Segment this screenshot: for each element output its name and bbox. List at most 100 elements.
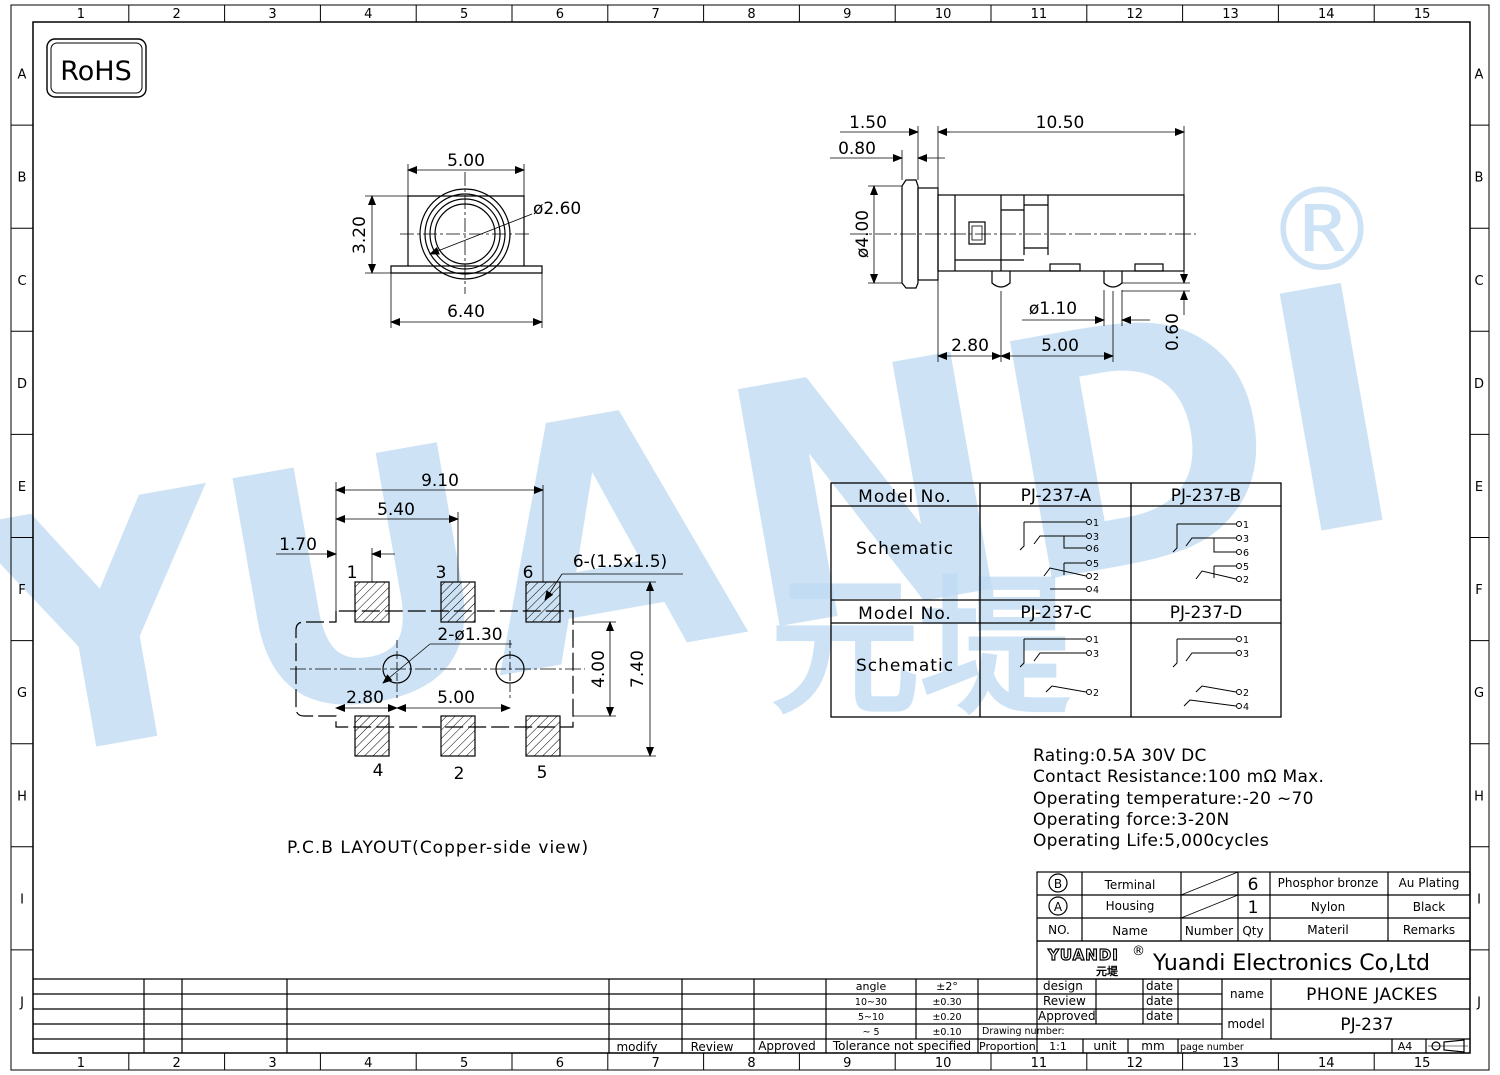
company-name: Yuandi Electronics Co,Ltd (1152, 951, 1430, 976)
grid-label: 5 (460, 1056, 468, 1071)
revision-approved: Approved (758, 1039, 816, 1053)
pin-label: 4 (1243, 702, 1249, 713)
pin-label: 1 (1093, 518, 1099, 529)
rohs-badge: RoHS (46, 38, 147, 98)
bom-remarks: Au Plating (1399, 876, 1460, 890)
grid-label: F (18, 583, 25, 598)
grid-label: 3 (268, 7, 276, 22)
grid-label: A (1475, 68, 1484, 83)
pcb-inner-height-dim: 4.00 (589, 650, 609, 688)
pcb-pin-label: 3 (436, 563, 447, 583)
spec-list: Rating:0.5A 30V DC Contact Resistance:10… (1033, 746, 1324, 851)
grid-label: 12 (1126, 7, 1143, 22)
grid-label: G (1474, 686, 1484, 701)
pcb-pads-dim: 6-(1.5x1.5) (573, 552, 667, 572)
bom-header-name: Name (1112, 924, 1147, 938)
pin-label: 2 (1093, 688, 1099, 699)
pin-label: 1 (1243, 520, 1249, 531)
grid-label: 15 (1414, 1056, 1431, 1071)
grid-label: D (17, 377, 27, 392)
pcb-mid-dim: 5.40 (377, 500, 415, 520)
date-label: date (1146, 994, 1173, 1008)
unit-value: mm (1141, 1039, 1164, 1053)
pcb-pin-label: 5 (537, 763, 548, 783)
grid-label: A (18, 68, 27, 83)
spec-line: Operating force:3-20N (1033, 810, 1230, 830)
grid-label: J (1476, 995, 1481, 1010)
pcb-outer-height-dim: 7.40 (628, 650, 648, 688)
scale-value: 1:1 (1049, 1040, 1067, 1053)
grid-label: 6 (556, 7, 564, 22)
grid-label: D (1474, 377, 1484, 392)
pin-label: 1 (1243, 635, 1249, 646)
name-value: PHONE JACKES (1306, 985, 1438, 1005)
bom-name: Terminal (1104, 878, 1156, 892)
side-peg-spacing-dim: 5.00 (1041, 336, 1079, 356)
model-b-label: PJ-237-B (1171, 486, 1241, 506)
pcb-holes-dim: 2-ø1.30 (437, 625, 502, 645)
front-view (365, 164, 543, 328)
grid-label: 9 (843, 1056, 851, 1071)
model-table (830, 482, 1282, 718)
company-logo: YUANDI ® 元堤 (1046, 944, 1145, 978)
schematic-a (1019, 519, 1092, 592)
tolerance-footer: Tolerance not specified (832, 1039, 971, 1053)
pin-label: 6 (1243, 548, 1249, 559)
bom-qty: 6 (1248, 875, 1259, 895)
grid-label: B (1475, 171, 1484, 186)
bom-no: A (1054, 900, 1063, 914)
grid-label: 2 (173, 1056, 181, 1071)
side-peg-height-dim: 0.60 (1163, 313, 1183, 351)
bom-no: B (1054, 877, 1062, 891)
tolerance-range: 10~30 (855, 997, 887, 1008)
bom-material: Phosphor bronze (1278, 876, 1379, 890)
grid-label: 9 (843, 7, 851, 22)
grid-label: 6 (556, 1056, 564, 1071)
grid-label: 7 (652, 1056, 660, 1071)
grid-label: 11 (1031, 1056, 1048, 1071)
grid-label: 10 (935, 7, 952, 22)
logo-cjk: 元堤 (1096, 964, 1119, 978)
pin-label: 1 (1093, 635, 1099, 646)
grid-label: 11 (1031, 7, 1048, 22)
grid-label: I (20, 892, 24, 907)
tolerance-value: ±0.20 (932, 1012, 961, 1023)
schematic-label: Schematic (856, 656, 954, 676)
side-length-dim: 10.50 (1036, 113, 1085, 133)
grid-label: H (1474, 789, 1484, 804)
grid-label: B (18, 171, 27, 186)
grid-label: 12 (1126, 1056, 1143, 1071)
grid-label: 1 (77, 7, 85, 22)
watermark-cjk: 元堤 (770, 562, 1071, 736)
grid-label: C (1474, 274, 1483, 289)
tolerance-range: angle (856, 980, 887, 993)
grid-label: 15 (1414, 7, 1431, 22)
schematic-b (1172, 521, 1242, 582)
bom-remarks: Black (1413, 900, 1446, 914)
schematic-c (1019, 636, 1092, 695)
grid-label: 2 (173, 7, 181, 22)
grid-label: 10 (935, 1056, 952, 1071)
tolerance-range: ~ 5 (862, 1027, 879, 1038)
grid-labels: 1122334455667788991010111112121313141415… (17, 7, 1484, 1071)
drawing-number-label: Drawing number: (982, 1026, 1065, 1037)
model-a-label: PJ-237-A (1021, 486, 1092, 506)
pcb-hole-spacing-dim: 5.00 (437, 688, 475, 708)
grid-label: 7 (652, 7, 660, 22)
grid-label: 8 (747, 7, 755, 22)
schematic-label: Schematic (856, 539, 954, 559)
front-width-dim: 5.00 (447, 151, 485, 171)
proportion-label: Proportion (979, 1040, 1036, 1053)
pin-label: 2 (1243, 575, 1249, 586)
bom-header-number: Number (1185, 924, 1233, 938)
bom-qty: 1 (1248, 898, 1259, 918)
revision-modify: modify (616, 1040, 657, 1054)
watermark-brand: YUANDI (0, 213, 1426, 840)
side-diameter-dim: ø4.00 (853, 210, 873, 258)
tolerance-value: ±0.10 (932, 1027, 961, 1038)
bom-material: Nylon (1311, 900, 1345, 914)
front-diameter-dim: ø2.60 (533, 199, 581, 219)
tolerance-range: 5~10 (858, 1012, 884, 1023)
grid-label: 3 (268, 1056, 276, 1071)
